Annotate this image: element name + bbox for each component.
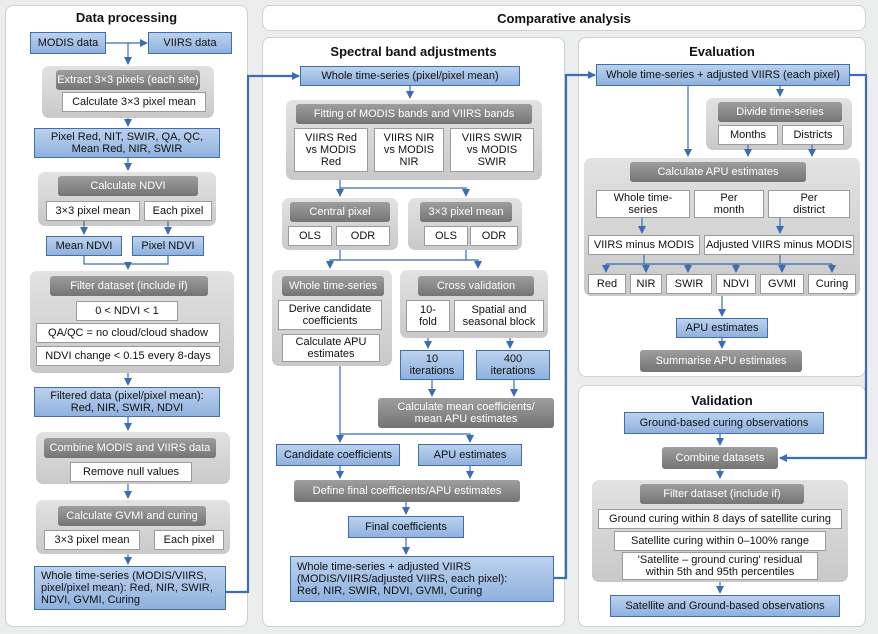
cv-header: Cross validation [418,276,534,296]
band-nir-box: NIR [630,274,662,294]
band-gvmi-box: GVMI [760,274,804,294]
mean-ndvi-box: Mean NDVI [46,236,122,256]
whole-series-box: Whole time- series [596,190,690,218]
ndvi-change-condition: NDVI change < 0.15 every 8-days [36,346,220,366]
qa-qc-condition: QA/QC = no cloud/cloud shadow [36,323,220,343]
val-filter-header: Filter dataset (include if) [640,484,804,504]
filter-header: Filter dataset (include if) [50,276,208,296]
define-final-box: Define final coefficients/APU estimates [294,480,520,502]
band-ndvi-box: NDVI [716,274,756,294]
spatial-block-box: Spatial and seasonal block [454,300,544,332]
central-ols-box: OLS [288,226,332,246]
calc-mean-coef-box: Calculate mean coefficients/ mean APU es… [378,398,554,428]
calc-apu-box: Calculate APU estimates [282,334,380,362]
iterations-10-box: 10 iterations [400,350,464,380]
evaluation-title: Evaluation [689,44,755,59]
comparative-analysis-header [262,5,866,31]
divide-header: Divide time-series [718,102,842,122]
residual-condition: 'Satellite – ground curing' residual wit… [622,552,818,580]
satellite-ground-box: Satellite and Ground-based observations [610,595,840,617]
tenfold-box: 10- fold [406,300,450,332]
gvmi-each-option: Each pixel [154,530,224,550]
combine-header: Combine MODIS and VIIRS data [44,438,216,458]
fit-swir-box: VIIRS SWIR vs MODIS SWIR [450,128,534,172]
ev-whole-timeseries-box: Whole time-series + adjusted VIIRS (each… [596,64,850,86]
final-coefficients-box: Final coefficients [348,516,464,538]
viirs-data-box: VIIRS data [148,32,232,54]
central-pixel-header: Central pixel [290,202,390,222]
per-month-box: Per month [694,190,764,218]
band-red-box: Red [588,274,626,294]
ndvi-range-condition: 0 < NDVI < 1 [76,301,178,321]
districts-box: Districts [782,125,844,145]
fitting-header: Fitting of MODIS bands and VIIRS bands [296,104,532,124]
sba-whole-timeseries-box: Whole time-series (pixel/pixel mean) [300,66,520,86]
mean-ols-box: OLS [424,226,468,246]
per-district-box: Per district [768,190,850,218]
modis-data-box: MODIS data [30,32,106,54]
sba-output-box: Whole time-series + adjusted VIIRS (MODI… [290,556,554,602]
fit-nir-box: VIIRS NIR vs MODIS NIR [374,128,444,172]
iterations-400-box: 400 iterations [476,350,550,380]
apu-estimates-box: APU estimates [418,444,522,466]
pixel-bands-box: Pixel Red, NIT, SWIR, QA, QC, Mean Red, … [34,128,220,158]
wts-header: Whole time-series [282,276,384,296]
summarise-apu-box: Summarise APU estimates [640,350,802,372]
data-processing-title: Data processing [75,10,178,25]
mean-odr-box: ODR [470,226,518,246]
adjusted-viirs-minus-modis-box: Adjusted VIIRS minus MODIS [704,235,854,255]
combine-datasets-box: Combine datasets [662,447,778,469]
satellite-range-condition: Satellite curing within 0–100% range [614,531,826,551]
calc-mean-box: Calculate 3×3 pixel mean [62,92,206,112]
comparative-analysis-title: Comparative analysis [497,11,631,26]
pixel-ndvi-box: Pixel NDVI [132,236,204,256]
validation-title: Validation [691,393,753,408]
ground-curing-condition: Ground curing within 8 days of satellite… [598,509,842,529]
derive-coefficients-box: Derive candidate coefficients [278,300,382,330]
ndvi-mean-option: 3×3 pixel mean [46,201,140,221]
ndvi-header: Calculate NDVI [58,176,198,196]
candidate-coefficients-box: Candidate coefficients [276,444,400,466]
band-curing-box: Curing [808,274,856,294]
ev-apu-header: Calculate APU estimates [630,162,806,182]
dp-whole-timeseries-box: Whole time-series (MODIS/VIIRS, pixel/pi… [34,566,226,610]
ev-apu-estimates-box: APU estimates [676,318,768,338]
viirs-minus-modis-box: VIIRS minus MODIS [588,235,700,255]
spectral-title: Spectral band adjustments [330,44,497,59]
band-swir-box: SWIR [666,274,712,294]
ground-observations-box: Ground-based curing observations [624,412,824,434]
fit-red-box: VIIRS Red vs MODIS Red [294,128,368,172]
gvmi-header: Calculate GVMI and curing [58,506,206,526]
months-box: Months [718,125,778,145]
central-odr-box: ODR [336,226,390,246]
extract-header: Extract 3×3 pixels (each site) [56,70,200,90]
ndvi-each-option: Each pixel [144,201,212,221]
remove-null-box: Remove null values [70,462,192,482]
gvmi-mean-option: 3×3 pixel mean [44,530,140,550]
filtered-data-box: Filtered data (pixel/pixel mean): Red, N… [34,387,220,417]
pixel-mean-header: 3×3 pixel mean [420,202,512,222]
